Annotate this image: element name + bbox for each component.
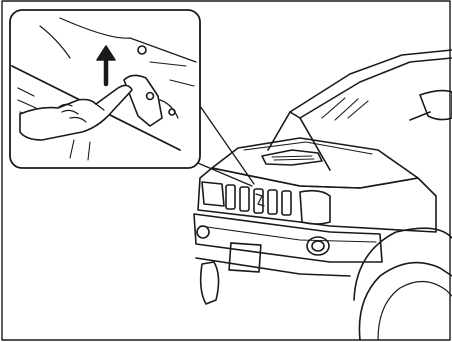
mirror-arm	[410, 112, 430, 120]
bumper-crease	[200, 226, 376, 242]
fog-lamp-left	[197, 226, 209, 238]
vehicle-illustration	[194, 50, 452, 340]
callout-line-top	[200, 106, 254, 184]
grille	[226, 185, 291, 215]
headlight-right	[300, 191, 330, 224]
headlight-left	[202, 182, 224, 206]
side-mirror	[420, 91, 452, 120]
inset-frame	[10, 10, 200, 168]
lower-bumper	[196, 258, 350, 276]
left-tire	[201, 262, 219, 304]
fog-lamp-right-inner	[312, 241, 324, 251]
a-pillar-line	[268, 50, 452, 150]
fog-lamp-right	[307, 237, 329, 255]
front-tire	[359, 263, 452, 340]
inset-detail	[10, 10, 200, 168]
hood-scoop	[262, 150, 322, 165]
hood-scoop-slats	[272, 156, 314, 160]
tire-inner	[378, 281, 452, 340]
